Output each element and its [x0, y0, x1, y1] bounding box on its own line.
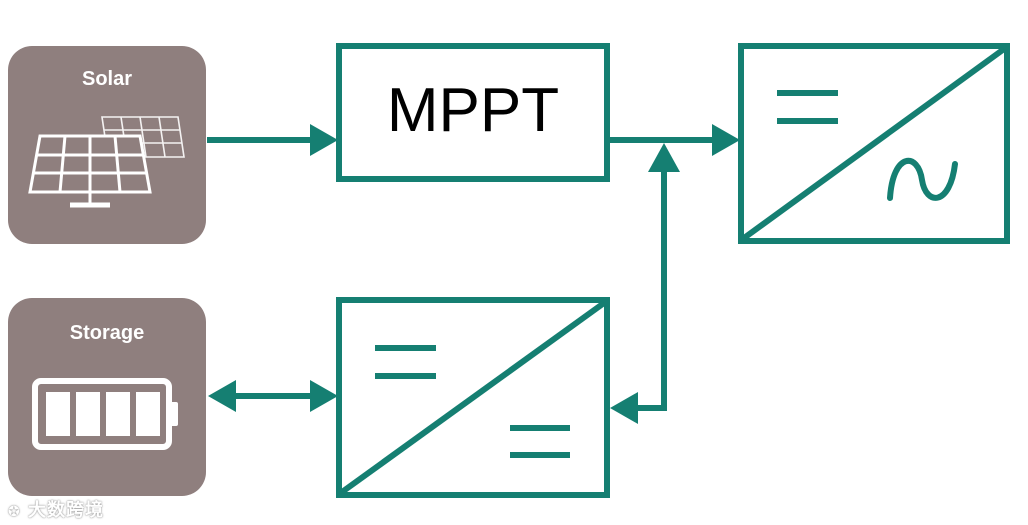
dc-dc-converter: [336, 297, 610, 498]
ac-symbol-icon: [887, 157, 958, 201]
battery-icon: [32, 378, 178, 450]
storage-label: Storage: [69, 322, 145, 344]
mppt-label: MPPT: [386, 76, 560, 145]
watermark-logo: ✪ 大数跨境: [8, 500, 105, 521]
dc-ac-converter: [738, 43, 1010, 244]
solar-panel-icon: [28, 116, 185, 208]
arrow-bus: [618, 153, 669, 413]
watermark-text: 大数跨境: [28, 500, 105, 521]
dc-symbol-icon: [777, 90, 838, 124]
mppt-box: [336, 43, 610, 182]
arrowheads: [208, 124, 740, 424]
solar-label: Solar: [81, 68, 133, 90]
dc-symbol-icon: [375, 345, 570, 458]
